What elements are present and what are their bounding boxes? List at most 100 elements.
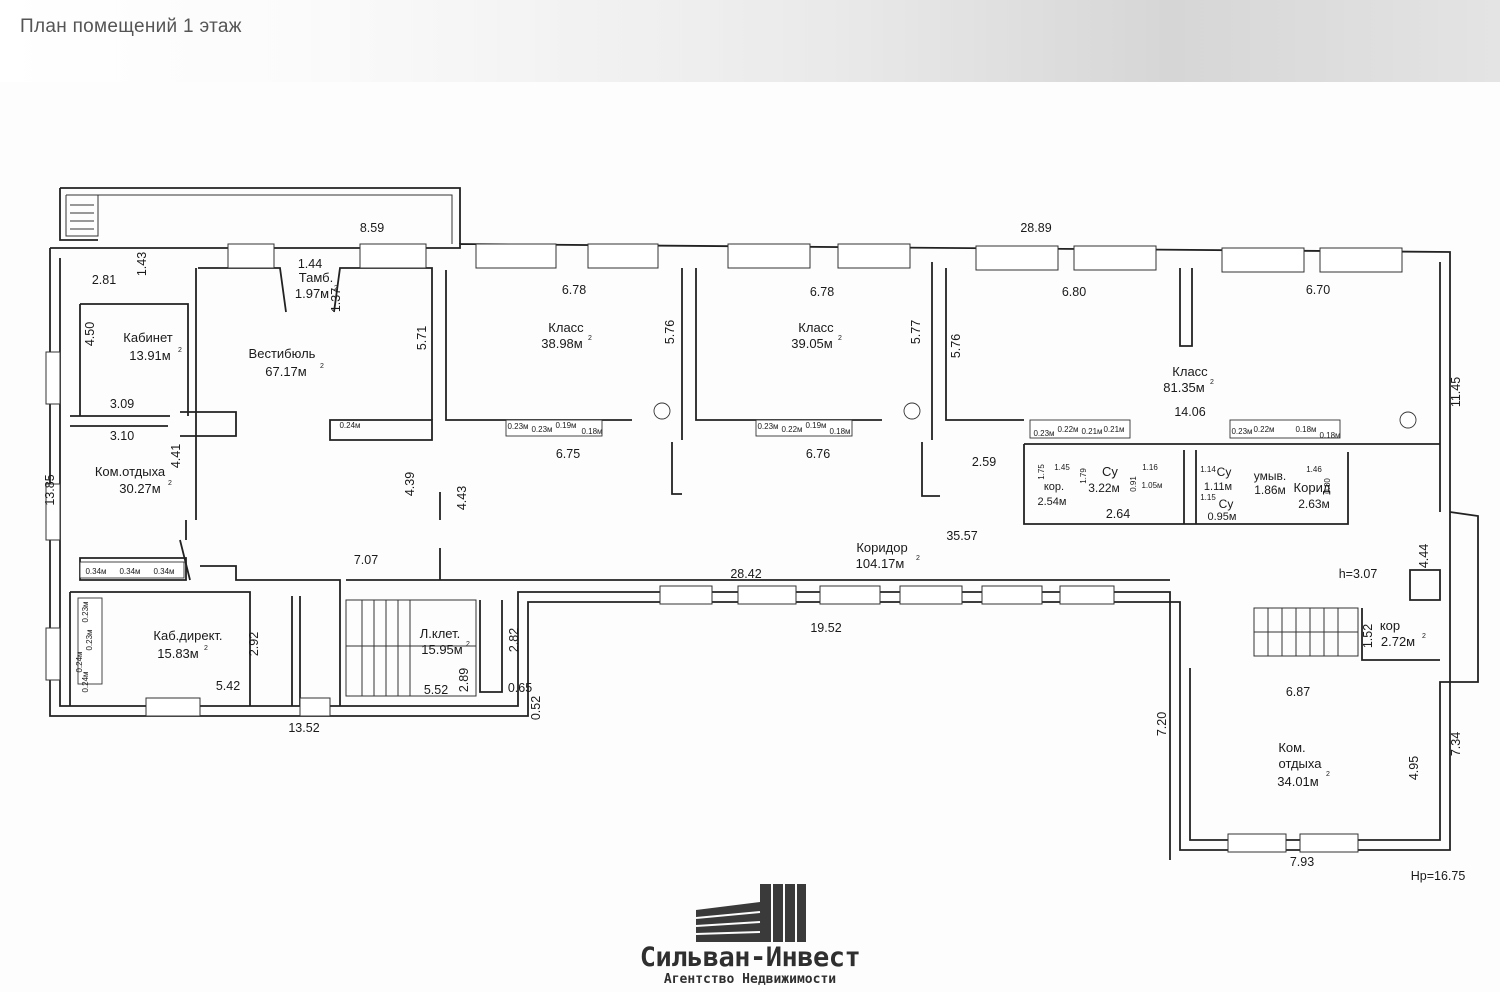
svg-text:6.78: 6.78	[810, 285, 834, 299]
svg-text:3.22м: 3.22м	[1088, 481, 1120, 495]
room-area: 13.91м	[129, 348, 171, 363]
svg-text:2: 2	[178, 347, 182, 354]
svg-text:35.57: 35.57	[946, 529, 977, 543]
room-area: 39.05м	[791, 336, 833, 351]
svg-text:0.34м: 0.34м	[85, 567, 106, 576]
svg-text:2.81: 2.81	[92, 273, 116, 287]
svg-text:2.92: 2.92	[247, 632, 261, 656]
room-kabinet: Кабинет 13.91м 2	[123, 330, 182, 363]
svg-text:2: 2	[204, 645, 208, 652]
room-area: 30.27м	[119, 481, 161, 496]
room-umyv: умыв. 1.86м	[1254, 469, 1286, 497]
svg-text:0.18м: 0.18м	[829, 427, 850, 436]
svg-text:2: 2	[466, 641, 470, 648]
room-name: Л.клет.	[420, 626, 461, 641]
room-kom-otdykha-2: Ком. отдыха 34.01м 2	[1277, 740, 1330, 789]
room-name: Класс	[548, 320, 584, 335]
room-name: Ком.отдыха	[95, 464, 166, 479]
room-name: Кабинет	[123, 330, 172, 345]
svg-text:1.05м: 1.05м	[1141, 481, 1162, 490]
svg-text:Ком.: Ком.	[1278, 740, 1305, 755]
svg-text:5.76: 5.76	[663, 320, 677, 344]
room-kor-small: кор. 2.54м	[1038, 481, 1067, 508]
svg-text:2: 2	[916, 555, 920, 562]
svg-text:5.52: 5.52	[424, 683, 448, 697]
svg-text:1.44: 1.44	[298, 257, 322, 271]
svg-text:0.65: 0.65	[508, 681, 532, 695]
header-band	[0, 0, 1500, 82]
room-kom-otdykha-1: Ком.отдыха 30.27м 2	[95, 464, 172, 496]
svg-text:0.22м: 0.22м	[1253, 425, 1274, 434]
svg-text:1.86м: 1.86м	[1254, 483, 1286, 497]
svg-text:1.16: 1.16	[1142, 463, 1158, 472]
svg-text:7.07: 7.07	[354, 553, 378, 567]
svg-text:6.75: 6.75	[556, 447, 580, 461]
svg-text:6.80: 6.80	[1062, 285, 1086, 299]
windows	[45, 243, 1403, 853]
svg-text:0.23м: 0.23м	[757, 422, 778, 431]
building-outline	[49, 243, 1479, 860]
svg-text:7.20: 7.20	[1155, 712, 1169, 736]
svg-text:Корид: Корид	[1294, 480, 1331, 495]
svg-text:2: 2	[1210, 379, 1214, 386]
room-su-2: Су 1.11м	[1204, 465, 1232, 493]
room-name: Каб.директ.	[153, 628, 222, 643]
svg-text:6.78: 6.78	[562, 283, 586, 297]
svg-text:2.54м: 2.54м	[1038, 496, 1067, 508]
svg-text:0.22м: 0.22м	[1057, 425, 1078, 434]
svg-text:11.45: 11.45	[1449, 377, 1463, 407]
svg-text:1.52: 1.52	[1361, 624, 1375, 648]
svg-text:2.72м: 2.72м	[1381, 634, 1415, 649]
svg-text:0.18м: 0.18м	[1295, 425, 1316, 434]
svg-text:умыв.: умыв.	[1254, 469, 1286, 483]
radiator-niches	[77, 402, 1417, 685]
svg-text:0.19м: 0.19м	[555, 421, 576, 430]
svg-text:1.11м: 1.11м	[1204, 481, 1232, 493]
svg-text:2.63м: 2.63м	[1298, 497, 1330, 511]
svg-text:Су: Су	[1219, 497, 1234, 511]
room-klass-2: Класс 39.05м 2	[791, 320, 842, 351]
interior-walls	[69, 262, 1441, 706]
room-area: 104.17м	[856, 556, 905, 571]
svg-text:3.09: 3.09	[110, 397, 134, 411]
svg-text:19.52: 19.52	[810, 621, 841, 635]
room-name: Класс	[1172, 364, 1208, 379]
svg-text:кор: кор	[1380, 618, 1400, 633]
room-korid: Корид 2.63м	[1294, 480, 1331, 511]
svg-text:4.41: 4.41	[169, 444, 183, 468]
svg-text:1.75: 1.75	[1037, 464, 1046, 480]
svg-text:0.52: 0.52	[529, 696, 543, 720]
room-klass-1: Класс 38.98м 2	[541, 320, 592, 351]
svg-text:2.59: 2.59	[972, 455, 996, 469]
svg-text:0.18м: 0.18м	[581, 427, 602, 436]
room-area: 15.83м	[157, 646, 199, 661]
svg-text:7.34: 7.34	[1449, 732, 1463, 756]
svg-text:13.85: 13.85	[43, 474, 57, 505]
svg-text:0.22м: 0.22м	[781, 425, 802, 434]
svg-text:2: 2	[168, 480, 172, 487]
svg-text:0.23м: 0.23м	[85, 629, 94, 650]
room-kab-direkt: Каб.директ. 15.83м 2	[153, 628, 222, 661]
room-kor-right: кор 2.72м 2	[1380, 618, 1426, 649]
svg-text:2.89: 2.89	[457, 668, 471, 692]
svg-text:4.95: 4.95	[1407, 756, 1421, 780]
svg-text:2.82: 2.82	[507, 628, 521, 652]
entrance-porch	[59, 187, 461, 244]
svg-text:5.42: 5.42	[216, 679, 240, 693]
svg-text:4.39: 4.39	[403, 472, 417, 496]
svg-text:2: 2	[320, 363, 324, 370]
svg-text:0.19м: 0.19м	[805, 421, 826, 430]
svg-text:4.44: 4.44	[1417, 544, 1431, 568]
brand-name: Сильван-Инвест	[639, 942, 861, 973]
svg-text:0.23м: 0.23м	[1231, 427, 1252, 436]
svg-text:Су: Су	[1102, 464, 1118, 479]
svg-text:1.45: 1.45	[1054, 463, 1070, 472]
svg-text:1.37: 1.37	[329, 288, 343, 312]
svg-text:0.24м: 0.24м	[75, 651, 84, 672]
svg-text:1.14: 1.14	[1200, 465, 1216, 474]
page-title: План помещений 1 этаж	[20, 16, 242, 37]
room-koridor: Коридор 104.17м 2	[856, 540, 920, 571]
sink-icon	[1399, 411, 1417, 429]
svg-text:1.79: 1.79	[1079, 468, 1088, 484]
svg-text:1.15: 1.15	[1200, 493, 1216, 502]
